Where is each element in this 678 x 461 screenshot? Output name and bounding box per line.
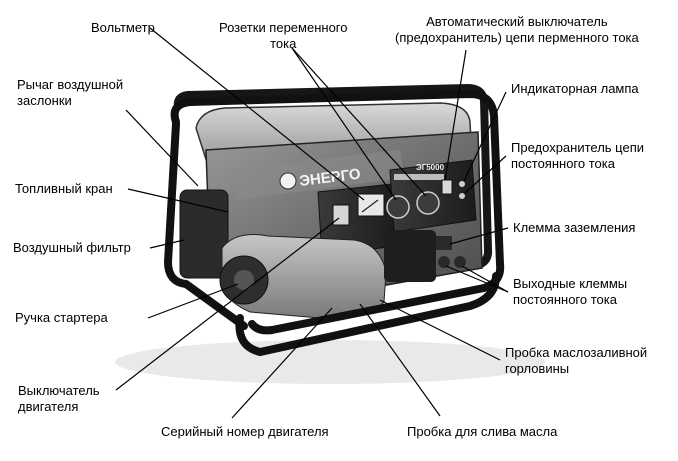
label-air-filter-line-1: Воздушный фильтр [13, 240, 131, 255]
label-dc-fuse: Предохранитель цепи постоянного тока [511, 140, 644, 172]
leader-voltmeter [149, 27, 365, 201]
label-dc-terminals-line-2: постоянного тока [513, 292, 617, 307]
leader-ac-sockets-1 [291, 47, 397, 201]
ground-terminal [436, 236, 452, 250]
frame-base-front [235, 272, 500, 357]
label-dc-terminals-line-1: Выходные клеммы [513, 276, 628, 291]
label-starter-handle: Ручка стартера [15, 310, 108, 326]
logo-emblem [279, 172, 297, 190]
ground-shadow [115, 340, 545, 384]
label-indicator-lamp: Индикаторная лампа [511, 81, 639, 97]
leader-dc-fuse [464, 155, 507, 194]
leader-lines [115, 27, 509, 419]
muffler [384, 230, 436, 282]
dc-terminal-1 [438, 256, 450, 268]
label-dc-terminals: Выходные клеммы постоянного тока [513, 276, 627, 308]
indicator-lamp [459, 181, 465, 187]
label-dc-fuse-line-1: Предохранитель цепи [511, 140, 644, 155]
label-voltmeter-line-1: Вольтметр [91, 20, 155, 35]
leader-engine-switch [115, 217, 340, 391]
leader-oil-drain [359, 303, 441, 417]
leader-ac-sockets-2 [291, 47, 427, 197]
leader-indicator [463, 91, 507, 182]
label-oil-filler-cap-line-1: Пробка маслозаливной [505, 345, 648, 360]
voltmeter-needle [361, 199, 379, 213]
brand-band [230, 150, 404, 200]
label-ac-breaker-line-2: (предохранитель) цепи перменного тока [395, 30, 639, 45]
leader-ground [449, 227, 509, 245]
leader-air-filter [149, 239, 185, 249]
label-ac-sockets-line-2: тока [270, 36, 297, 51]
label-engine-serial-line-1: Серийный номер двигателя [161, 424, 329, 439]
label-oil-drain-plug-line-1: Пробка для слива масла [407, 424, 558, 439]
leader-dc-terminals-2 [461, 265, 509, 293]
label-ac-sockets-line-1: Розетки переменного [219, 20, 348, 35]
label-engine-switch-line-2: двигателя [18, 399, 79, 414]
leader-oil-filler [379, 299, 501, 361]
panel-label-strip [394, 174, 444, 180]
label-ac-sockets: Розетки переменного тока [219, 20, 347, 52]
leader-serial [231, 307, 333, 419]
label-voltmeter: Вольтметр [91, 20, 155, 36]
label-indicator-lamp-line-1: Индикаторная лампа [511, 81, 639, 96]
leader-ac-breaker [444, 49, 467, 181]
label-oil-filler-cap-line-2: горловины [505, 361, 570, 376]
model-text: ЭГ5000 [416, 163, 445, 172]
dc-terminal-2 [454, 256, 466, 268]
label-engine-serial: Серийный номер двигателя [161, 424, 329, 440]
leader-choke [125, 109, 199, 187]
leader-fuel-valve [127, 188, 229, 213]
leader-starter [147, 283, 239, 319]
label-fuel-valve-line-1: Топливный кран [15, 181, 113, 196]
label-engine-switch: Выключатель двигателя [18, 383, 100, 415]
label-air-filter: Воздушный фильтр [13, 240, 131, 256]
label-ground-terminal-line-1: Клемма заземления [513, 220, 636, 235]
frame-base-left [182, 280, 248, 330]
starter-cap [234, 270, 254, 290]
frame-front [170, 90, 505, 335]
engine-switch-plate [332, 204, 350, 226]
air-filter-housing [179, 189, 229, 279]
label-choke-lever: Рычаг воздушной заслонки [17, 77, 123, 109]
ac-breaker [441, 179, 453, 195]
dc-fuse [459, 193, 465, 199]
leader-dc-terminals-1 [445, 265, 509, 293]
label-oil-filler-cap: Пробка маслозаливной горловины [505, 345, 647, 377]
label-choke-lever-line-1: Рычаг воздушной [17, 77, 124, 92]
label-fuel-valve: Топливный кран [15, 181, 113, 197]
label-ac-breaker: Автоматический выключатель (предохраните… [395, 14, 639, 46]
ac-socket-1 [386, 195, 410, 219]
label-ground-terminal: Клемма заземления [513, 220, 635, 236]
ac-socket-2 [416, 191, 440, 215]
label-starter-handle-line-1: Ручка стартера [15, 310, 108, 325]
label-engine-switch-line-1: Выключатель [18, 383, 100, 398]
label-choke-lever-line-2: заслонки [17, 93, 72, 108]
label-oil-drain-plug: Пробка для слива масла [407, 424, 557, 440]
label-dc-fuse-line-2: постоянного тока [511, 156, 615, 171]
label-ac-breaker-line-1: Автоматический выключатель [426, 14, 608, 29]
